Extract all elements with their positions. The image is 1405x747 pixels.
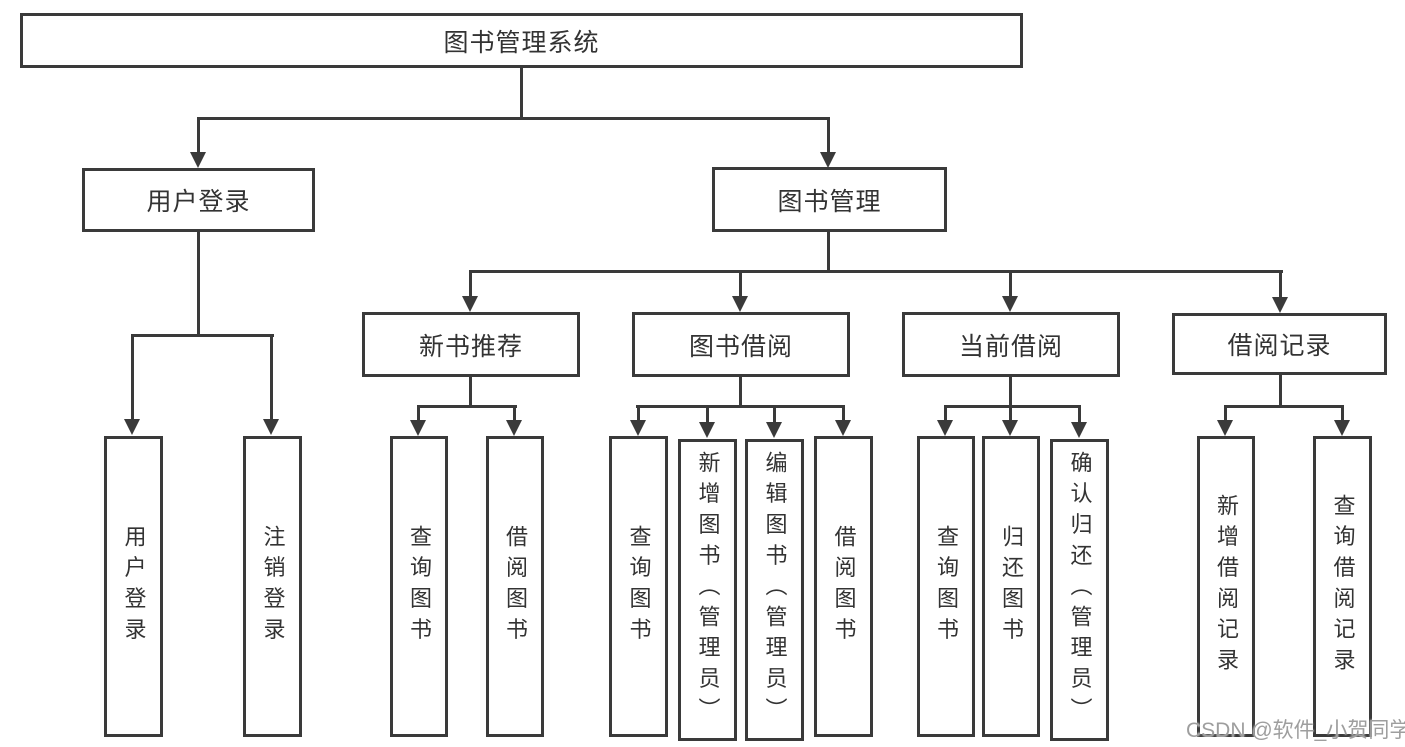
arrow-down-icon [630,406,647,436]
arrow-down-icon [124,335,141,435]
connector-line [197,232,200,337]
connector-line [520,68,523,118]
arrow-down-icon [835,406,852,436]
node-book-management: 图书管理 [712,167,947,232]
arrow-down-icon [937,406,954,436]
arrow-down-icon [263,335,280,435]
arrow-down-icon [190,118,207,168]
leaf-borrow-books-recommend: 借阅图书 [486,436,544,737]
leaf-edit-books-admin: 编辑图书（管理员） [745,439,804,741]
leaf-search-books-current: 查询图书 [917,436,975,737]
node-book-borrowing: 图书借阅 [632,312,850,377]
leaf-search-books-borrowing: 查询图书 [609,436,668,737]
connector-line [636,405,845,408]
leaf-logout: 注销登录 [243,436,302,737]
connector-line [417,405,517,408]
arrow-down-icon [732,271,749,312]
leaf-user-login: 用户登录 [104,436,163,737]
leaf-borrow-books-borrowing: 借阅图书 [814,436,873,737]
leaf-return-books: 归还图书 [982,436,1040,737]
arrow-down-icon [820,118,837,168]
arrow-down-icon [506,406,523,436]
connector-line [827,232,830,272]
connector-line [1224,405,1344,408]
arrow-down-icon [1002,271,1019,312]
csdn-watermark: CSDN @软件_小贺同学 [1186,719,1405,742]
node-new-book-recommendation: 新书推荐 [362,312,580,377]
arrow-down-icon [1334,406,1351,436]
arrow-down-icon [699,406,716,438]
leaf-add-borrow-record: 新增借阅记录 [1197,436,1255,737]
connector-line [944,405,1081,408]
connector-line [739,377,742,408]
leaf-add-books-admin: 新增图书（管理员） [678,439,737,741]
arrow-down-icon [1217,406,1234,436]
connector-line [1279,375,1282,408]
arrow-down-icon [1071,406,1088,438]
arrow-down-icon [1002,406,1019,436]
node-library-system: 图书管理系统 [20,13,1023,68]
leaf-search-borrow-record: 查询借阅记录 [1313,436,1372,737]
arrow-down-icon [462,271,479,312]
arrow-down-icon [1272,271,1289,313]
node-current-borrowing: 当前借阅 [902,312,1120,377]
node-user-login: 用户登录 [82,168,315,232]
arrow-down-icon [766,406,783,438]
node-borrowing-records: 借阅记录 [1172,313,1387,375]
connector-line [197,117,830,120]
leaf-search-books-recommend: 查询图书 [390,436,448,737]
connector-line [131,334,274,337]
arrow-down-icon [410,406,427,436]
leaf-confirm-return-admin: 确认归还（管理员） [1050,439,1109,741]
connector-line [1009,377,1012,408]
connector-line [469,377,472,408]
connector-line [469,270,1283,273]
